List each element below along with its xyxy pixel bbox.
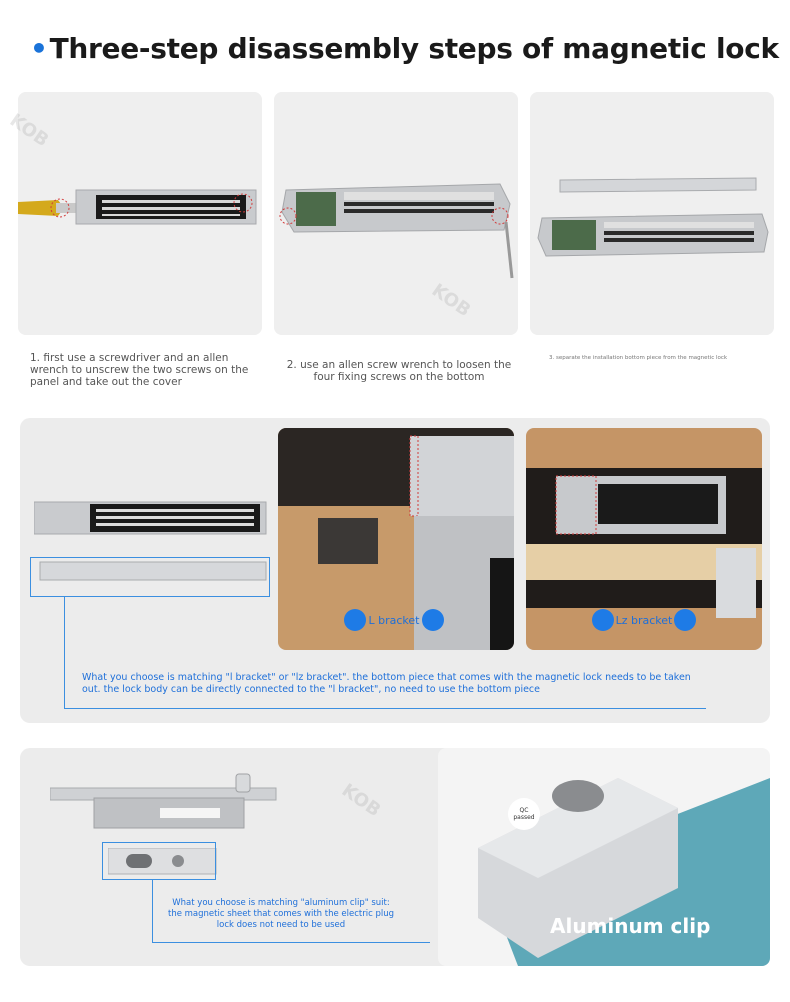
clip-note: What you choose is matching "aluminum cl…	[168, 898, 394, 930]
clip-connector-horizontal	[152, 942, 430, 943]
tag-dot-right	[422, 609, 444, 631]
title-text: Three-step disassembly steps of magnetic…	[49, 32, 780, 65]
connector-line-vertical	[64, 597, 65, 709]
magnetic-sheet-illustration	[108, 848, 217, 875]
lz-bracket-door-scene	[526, 428, 762, 650]
lz-bracket-tag: Lz bracket	[592, 609, 696, 631]
step-2-image	[274, 92, 518, 335]
step-3-caption: 3. separate the installation bottom piec…	[549, 355, 728, 361]
aluminum-clip-label: Aluminum clip	[550, 914, 711, 938]
tag-dot-left	[344, 609, 366, 631]
tag-dot-left	[592, 609, 614, 631]
clip-connector-vertical	[152, 880, 153, 942]
lz-bracket-photo: Lz bracket	[526, 428, 762, 650]
step-2-caption: 2. use an allen screw wrench to loosen t…	[286, 359, 512, 383]
magnetic-lock-allen-wrench-illustration	[274, 92, 518, 335]
l-bracket-label: L bracket	[368, 613, 420, 627]
bracket-panel: L bracket Lz bracket What you choose is …	[20, 418, 770, 723]
lz-bracket-label: Lz bracket	[615, 613, 673, 627]
title-bullet: •	[30, 32, 48, 65]
step-1-image	[18, 92, 262, 335]
l-bracket-tag: L bracket	[344, 609, 444, 631]
aluminum-clip-photo: QC passed Aluminum clip	[438, 748, 770, 966]
electric-bolt-lock-illustration	[50, 773, 277, 829]
page-title: •Three-step disassembly steps of magneti…	[30, 32, 779, 65]
magnetic-lock-screwdriver-illustration	[18, 92, 262, 335]
plate-highlight-frame	[30, 557, 270, 597]
step-1-caption: 1. first use a screwdriver and an allen …	[30, 352, 249, 388]
clip-panel: What you choose is matching "aluminum cl…	[20, 748, 770, 966]
qc-badge: QC passed	[508, 798, 540, 830]
magnetic-lock-separated-illustration	[530, 92, 774, 335]
bracket-note: What you choose is matching "l bracket" …	[82, 672, 691, 695]
sheet-highlight-frame	[102, 842, 216, 880]
connector-line-horizontal	[64, 708, 706, 709]
tag-dot-right	[674, 609, 696, 631]
step-3-image	[530, 92, 774, 335]
lock-and-plate-illustration	[34, 501, 267, 581]
qc-badge-text: QC passed	[513, 807, 535, 821]
l-bracket-photo: L bracket	[278, 428, 514, 650]
